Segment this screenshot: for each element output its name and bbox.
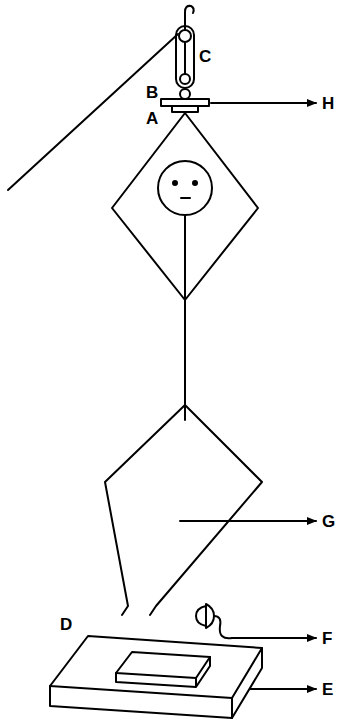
wire xyxy=(214,616,232,638)
pulley-axle xyxy=(184,42,186,74)
force-arrow xyxy=(211,102,316,104)
scale-front xyxy=(50,686,232,718)
neck xyxy=(184,215,186,300)
ring xyxy=(180,89,190,99)
part-letter: F xyxy=(322,630,332,647)
rope xyxy=(8,34,178,190)
force-arrow xyxy=(232,637,316,639)
part-letter: A xyxy=(146,110,158,127)
leg xyxy=(105,405,185,615)
part-letter: B xyxy=(146,84,158,101)
pulley-wheel xyxy=(179,30,191,42)
block-top xyxy=(116,652,210,678)
hip xyxy=(184,405,186,420)
pulley-block xyxy=(176,26,194,88)
part-letter: G xyxy=(322,513,335,530)
eye xyxy=(173,181,177,185)
part-letter: C xyxy=(199,48,211,65)
part-letter: H xyxy=(322,95,334,112)
pulley-wheel xyxy=(180,74,190,84)
block-side xyxy=(116,657,210,687)
scale-top xyxy=(50,636,262,698)
handle-bar xyxy=(161,99,209,106)
bulb xyxy=(196,606,206,626)
head xyxy=(158,161,212,215)
scale-side xyxy=(232,648,262,718)
force-arrow xyxy=(250,688,316,690)
body xyxy=(184,300,186,405)
leg xyxy=(150,405,262,615)
mouth xyxy=(181,197,190,199)
handle-grip xyxy=(172,106,198,112)
bulb-base xyxy=(206,604,214,628)
part-letter: E xyxy=(322,681,333,698)
part-letter: D xyxy=(60,616,72,633)
eye xyxy=(193,181,197,185)
force-arrow xyxy=(180,520,316,522)
arms xyxy=(112,113,258,300)
